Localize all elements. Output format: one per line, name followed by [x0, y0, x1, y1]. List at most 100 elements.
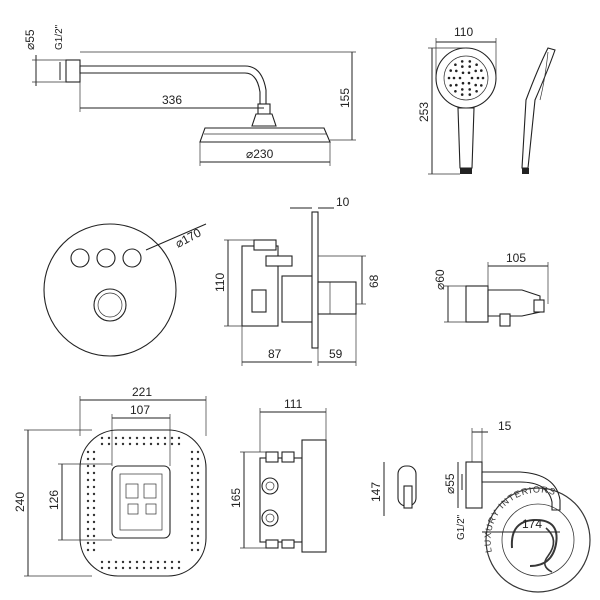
box-inner-width-label: 107	[130, 403, 150, 417]
perforation-dot	[92, 506, 96, 510]
perforation-dot	[100, 566, 104, 570]
perforation-dot	[142, 566, 146, 570]
wall-plate	[311, 211, 319, 349]
perforation-dot	[156, 560, 160, 564]
wall-flange	[65, 59, 81, 83]
perforation-dot	[121, 436, 125, 440]
perforation-dot	[196, 513, 200, 517]
perforation-dot	[149, 436, 153, 440]
perforation-dot	[121, 442, 125, 446]
perforation-dot	[107, 436, 111, 440]
perforation-dot	[190, 527, 194, 531]
perforation-dot	[107, 442, 111, 446]
perforation-dot	[121, 560, 125, 564]
hand-shower-handle	[457, 107, 475, 169]
perforation-dot	[114, 436, 118, 440]
perforation-dot	[149, 560, 153, 564]
box-inner-height-label: 126	[47, 490, 61, 510]
perforation-dot	[92, 513, 96, 517]
spout-offset-label: 15	[498, 419, 512, 433]
button-3	[122, 248, 142, 268]
hand-width-label: 110	[454, 25, 473, 39]
valve-side-drawing: 110 87 59 10 68	[213, 195, 381, 366]
perforation-dot	[163, 436, 167, 440]
nozzle-dot	[455, 83, 458, 87]
arm-diameter-label: ⌀55	[23, 29, 37, 50]
perforation-dot	[196, 506, 200, 510]
button-2	[96, 248, 116, 268]
plate-thickness-label: 10	[336, 195, 350, 209]
perforation-dot	[86, 471, 90, 475]
perforation-dot	[86, 513, 90, 517]
nozzle-dot	[468, 93, 472, 96]
perforation-dot	[196, 457, 200, 461]
perforation-dot	[196, 464, 200, 468]
perforation-dot	[128, 566, 132, 570]
perforation-dot	[142, 436, 146, 440]
perforation-dot	[196, 492, 200, 496]
nozzle-dot	[468, 60, 472, 63]
perforation-dot	[170, 436, 174, 440]
perforation-dot	[86, 457, 90, 461]
perforation-dot	[196, 450, 200, 454]
perforation-dot	[100, 442, 104, 446]
holder-length-label: 105	[506, 251, 526, 265]
nozzle-dot	[468, 88, 472, 91]
nozzle-dot	[460, 60, 464, 63]
perforation-dot	[190, 534, 194, 538]
thermostat-knob	[93, 288, 127, 322]
button-1	[70, 248, 90, 268]
nozzle-dot	[468, 65, 472, 68]
nozzle-dot	[454, 90, 457, 93]
spout-body	[481, 471, 561, 511]
spout-flange	[465, 461, 483, 509]
perforation-dot	[196, 534, 200, 538]
nozzle-dot	[452, 76, 456, 80]
perforation-dot	[142, 560, 146, 564]
valve-height-label: 110	[213, 273, 227, 292]
arm-height-label: 155	[338, 88, 352, 108]
perforation-dot	[190, 548, 194, 552]
nozzle-dot	[474, 69, 478, 73]
perforation-dot	[196, 520, 200, 524]
holder-diameter-label: ⌀60	[433, 269, 447, 290]
nozzle-dot	[481, 76, 485, 80]
perforation-dot	[190, 471, 194, 475]
perforation-dot	[86, 541, 90, 545]
perforation-dot	[86, 520, 90, 524]
box-depth-label: 111	[284, 397, 303, 411]
svg-text:LUXURY INTERIORS: LUXURY INTERIORS	[483, 484, 558, 553]
control-panel-drawing: ⌀170	[43, 223, 207, 357]
nozzle-pattern	[447, 60, 485, 96]
perforation-dot	[196, 478, 200, 482]
arm-connector	[257, 103, 271, 115]
perforation-dot	[190, 541, 194, 545]
perforation-dot	[114, 566, 118, 570]
hand-shower-face	[435, 47, 497, 109]
perforation-dot	[190, 513, 194, 517]
perforation-dot	[86, 506, 90, 510]
nozzle-dot	[461, 65, 464, 68]
holder-base	[465, 285, 489, 323]
perforation-dot	[190, 478, 194, 482]
perforation-dot	[135, 566, 139, 570]
perforation-dot	[128, 442, 132, 446]
perforation-dot	[190, 492, 194, 496]
perforation-dot	[190, 499, 194, 503]
perforation-dot	[149, 442, 153, 446]
perforation-dot	[92, 478, 96, 482]
hand-length-label: 253	[417, 102, 431, 122]
perforation-dot	[156, 566, 160, 570]
perforation-dot	[190, 464, 194, 468]
arm-thread-label: G1/2"	[54, 24, 65, 50]
perforation-dot	[128, 560, 132, 564]
perforation-dot	[177, 560, 181, 564]
perforation-dot	[92, 450, 96, 454]
box-inner	[111, 465, 171, 539]
valve-depth-label: 87	[268, 347, 282, 361]
perforation-dot	[92, 548, 96, 552]
nozzle-dot	[447, 76, 451, 80]
box-side-height-label: 165	[229, 488, 243, 508]
box-height-label: 240	[13, 492, 27, 512]
